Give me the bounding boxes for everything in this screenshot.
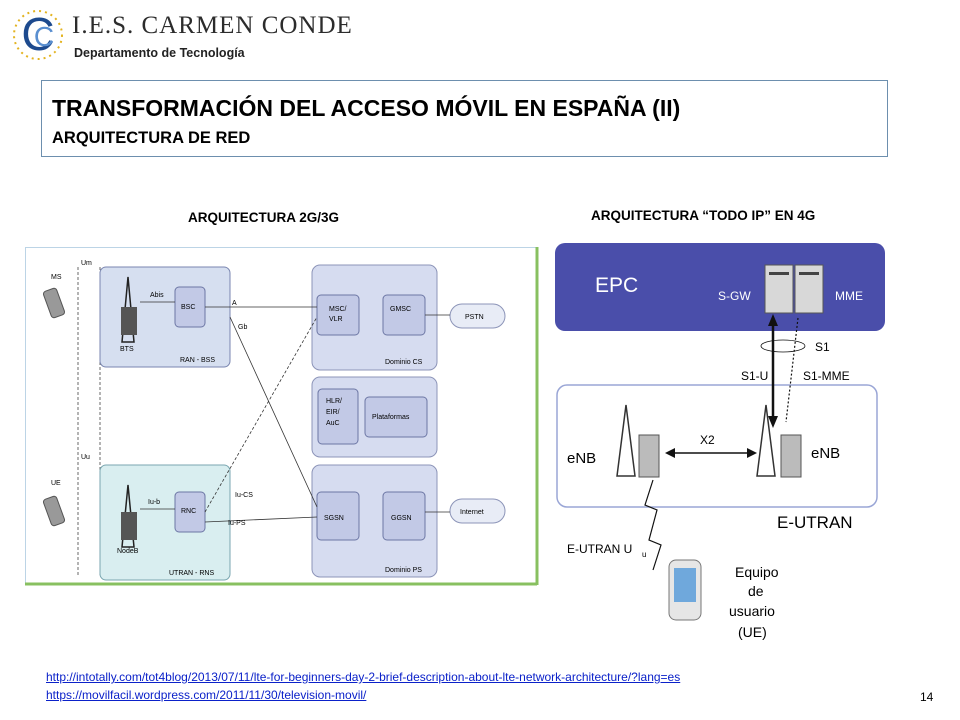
server-icon: [764, 264, 824, 314]
school-name: I.E.S. CARMEN CONDE: [72, 12, 353, 39]
label-dominio-cs: Dominio CS: [385, 359, 423, 366]
label-mme: MME: [835, 289, 863, 303]
label-ue-2: de: [748, 583, 764, 599]
bts-tower-icon: [121, 276, 137, 343]
label-uu: Uu: [81, 454, 90, 461]
ue-phone-icon: [42, 495, 66, 527]
label-rnc: RNC: [181, 508, 196, 515]
label-sgw: S-GW: [718, 289, 751, 303]
ms-phone-icon: [42, 287, 66, 319]
logo-letter: C: [21, 8, 54, 60]
label-msc-2: VLR: [329, 316, 343, 323]
label-plataformas: Plataformas: [372, 414, 410, 421]
label-s1-mme: S1-MME: [803, 369, 850, 383]
label-hlr-3: AuC: [326, 420, 340, 427]
label-sgsn: SGSN: [324, 515, 344, 522]
page-subtitle: ARQUITECTURA DE RED: [52, 129, 251, 147]
label-epc: EPC: [595, 274, 638, 297]
label-dominio-ps: Dominio PS: [385, 567, 422, 574]
diagram-4g: EPC S-GW MME S1 S1-U S1-MME eNB eNB X2 E…: [553, 240, 893, 650]
label-ue: UE: [51, 480, 61, 487]
svg-text:C: C: [34, 21, 54, 52]
label-utran-rns: UTRAN - RNS: [169, 570, 214, 577]
label-iu-cs: Iu-CS: [235, 492, 253, 499]
label-hlr-1: HLR/: [326, 398, 342, 405]
label-hlr-2: EIR/: [326, 409, 340, 416]
label-s1-u: S1-U: [741, 369, 768, 383]
school-logo: C C: [8, 6, 338, 64]
label-eutran: E-UTRAN: [777, 513, 853, 532]
logo-emblem-icon: C C: [13, 8, 63, 60]
page-title: TRANSFORMACIÓN DEL ACCESO MÓVIL EN ESPAÑ…: [52, 95, 681, 121]
source-link-2[interactable]: https://movilfacil.wordpress.com/2011/11…: [46, 688, 367, 702]
label-s1: S1: [815, 340, 830, 354]
label-enb-left: eNB: [567, 450, 596, 467]
right-diagram-heading: ARQUITECTURA “TODO IP” EN 4G: [591, 208, 816, 223]
label-ggsn: GGSN: [391, 515, 412, 522]
label-ue-3: usuario: [729, 603, 775, 619]
label-internet: Internet: [460, 509, 484, 516]
label-x2: X2: [700, 433, 715, 447]
page-number: 14: [920, 690, 934, 704]
label-gb: Gb: [238, 324, 247, 331]
label-nodeb: NodeB: [117, 548, 139, 555]
department-name: Departamento de Tecnología: [74, 46, 245, 60]
label-um: Um: [81, 260, 92, 267]
label-bts: BTS: [120, 346, 134, 353]
label-eutran-uu: E-UTRAN U: [567, 542, 632, 556]
label-abis: Abis: [150, 292, 164, 299]
label-enb-right: eNB: [811, 445, 840, 462]
source-link-1[interactable]: http://intotally.com/tot4blog/2013/07/11…: [46, 670, 681, 684]
label-iu-ps: Iu-PS: [228, 520, 246, 527]
enb-left-tower-icon: [616, 404, 660, 478]
label-ran-bss: RAN - BSS: [180, 357, 215, 364]
label-ue-4: (UE): [738, 624, 767, 640]
label-pstn: PSTN: [465, 314, 484, 321]
label-gmsc: GMSC: [390, 306, 411, 313]
label-ms: MS: [51, 274, 62, 281]
label-bsc: BSC: [181, 304, 195, 311]
nodeb-tower-icon: [121, 484, 137, 548]
left-diagram-heading: ARQUITECTURA 2G/3G: [188, 210, 340, 225]
label-iu-b: Iu-b: [148, 499, 160, 506]
user-equipment-phone-icon: [668, 559, 702, 621]
label-msc-1: MSC/: [329, 306, 347, 313]
label-ue-1: Equipo: [735, 564, 779, 580]
diagram-2g-3g: MS Um UE Uu Abis BSC BTS RAN - BSS A Gb …: [25, 247, 540, 587]
enb-right-tower-icon: [756, 404, 802, 478]
label-uu-sub: u: [642, 550, 646, 559]
label-a: A: [232, 300, 237, 307]
title-box: TRANSFORMACIÓN DEL ACCESO MÓVIL EN ESPAÑ…: [41, 80, 888, 157]
